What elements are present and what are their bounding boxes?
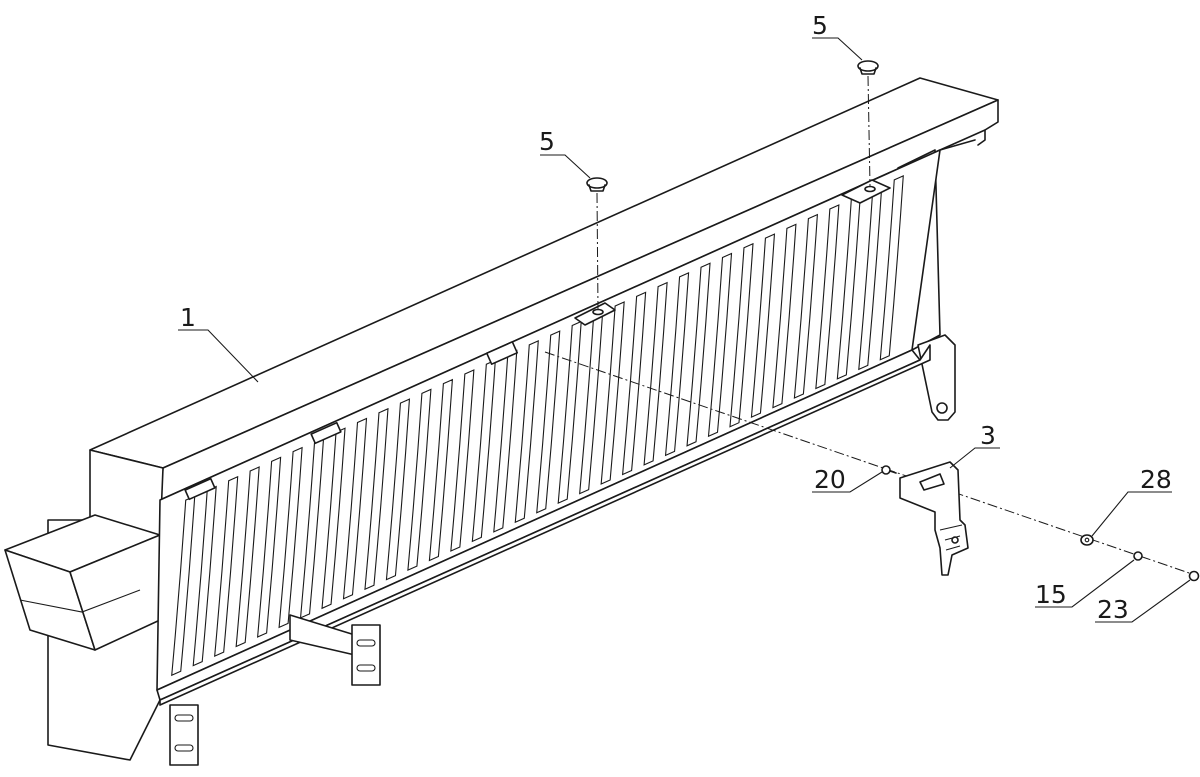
grille-slat <box>879 174 904 361</box>
grille-slat <box>450 369 475 552</box>
washer-part-28 <box>1080 534 1094 546</box>
grille-slat <box>407 388 432 571</box>
grille-slat <box>471 359 496 543</box>
grille-slats <box>171 174 904 677</box>
clip-slot <box>310 421 342 445</box>
plug-part-5-upper <box>857 60 879 75</box>
leader-part-5-upper <box>812 37 863 61</box>
hinge-bracket-part-3 <box>899 461 969 576</box>
nut-part-23 <box>1188 570 1200 582</box>
callout-5-upper: 5 <box>812 11 828 40</box>
grille-slat <box>858 184 883 371</box>
grille-frame-part <box>4 77 999 766</box>
grille-slat <box>214 475 239 657</box>
left-duct-detail <box>19 589 141 613</box>
plug-hole-right <box>864 185 876 193</box>
grille-slat <box>729 242 754 428</box>
grille-slat <box>256 456 282 638</box>
clip-slot <box>184 477 216 501</box>
assembly-line-upper-plug <box>867 75 871 187</box>
grille-slat <box>514 339 539 524</box>
grille-slat <box>171 495 196 677</box>
leader-part-1 <box>178 329 259 383</box>
grille-slat <box>621 291 647 476</box>
grille-slat <box>707 252 733 438</box>
left-bottom-bracket-slot <box>174 744 194 752</box>
grille-slat <box>192 485 217 667</box>
grille-slat <box>793 213 818 399</box>
grille-slat <box>686 262 711 447</box>
left-bottom-bracket-slot <box>174 714 194 722</box>
top-beam-end-bracket <box>939 129 986 151</box>
grille-slat <box>428 378 453 562</box>
grille-slat <box>493 349 518 533</box>
hinge-bracket-slot <box>919 473 945 491</box>
grille-slat <box>772 223 797 409</box>
plug-stem <box>859 67 877 75</box>
clip-slots <box>184 341 519 501</box>
plug-cap <box>857 60 879 72</box>
grille-slat <box>600 301 625 485</box>
bottom-bracket-slot <box>356 664 376 672</box>
grille-slat <box>278 446 303 629</box>
grille-slat <box>750 233 776 419</box>
grille-slat <box>815 204 840 390</box>
grille-slat <box>643 281 668 466</box>
bolt-head <box>881 465 891 475</box>
bolt-shank <box>889 470 897 474</box>
plug-part-5-center <box>586 177 608 192</box>
callout-15: 15 <box>1035 580 1067 609</box>
leader-part-5-center <box>540 154 591 179</box>
grille-slat <box>364 407 389 591</box>
callout-3: 3 <box>980 421 996 450</box>
bottom-bracket-plate <box>351 624 381 686</box>
hinge-bracket-body <box>899 461 969 576</box>
leader-part-28 <box>1091 491 1172 537</box>
assembly-line-center-plug <box>596 192 599 311</box>
clip-slot <box>485 341 519 365</box>
hinge-pivot <box>951 536 959 544</box>
leader-part-3 <box>949 447 1000 469</box>
grille-slat <box>235 466 260 648</box>
grille-slat <box>342 417 368 600</box>
leader-part-23 <box>1095 579 1191 623</box>
callout-5-center: 5 <box>539 127 555 156</box>
callout-20: 20 <box>814 465 846 494</box>
callout-23: 23 <box>1097 595 1129 624</box>
grille-slat <box>557 320 582 505</box>
left-bottom-bracket-plate <box>169 704 199 766</box>
leader-part-20 <box>812 471 883 493</box>
grille-slat <box>664 272 690 457</box>
bolt-part-20 <box>881 465 897 475</box>
grille-slat <box>321 427 346 610</box>
lockwasher-part-15 <box>1133 551 1143 561</box>
callout-28: 28 <box>1140 465 1172 494</box>
callout-1: 1 <box>180 303 196 332</box>
leader-part-15 <box>1035 559 1135 608</box>
grille-slat <box>579 310 604 495</box>
plug-stem <box>588 184 606 192</box>
plug-cap <box>586 177 608 189</box>
grille-slat <box>536 330 561 514</box>
grille-slat <box>299 437 325 619</box>
grille-bottom-edge <box>159 344 931 706</box>
grille-slat <box>385 398 411 581</box>
bottom-bracket-slot <box>356 639 376 647</box>
right-mount-hole <box>936 402 948 414</box>
grille-slat <box>836 194 861 380</box>
washer-hole <box>1084 537 1090 543</box>
leader-lines <box>178 37 1191 623</box>
